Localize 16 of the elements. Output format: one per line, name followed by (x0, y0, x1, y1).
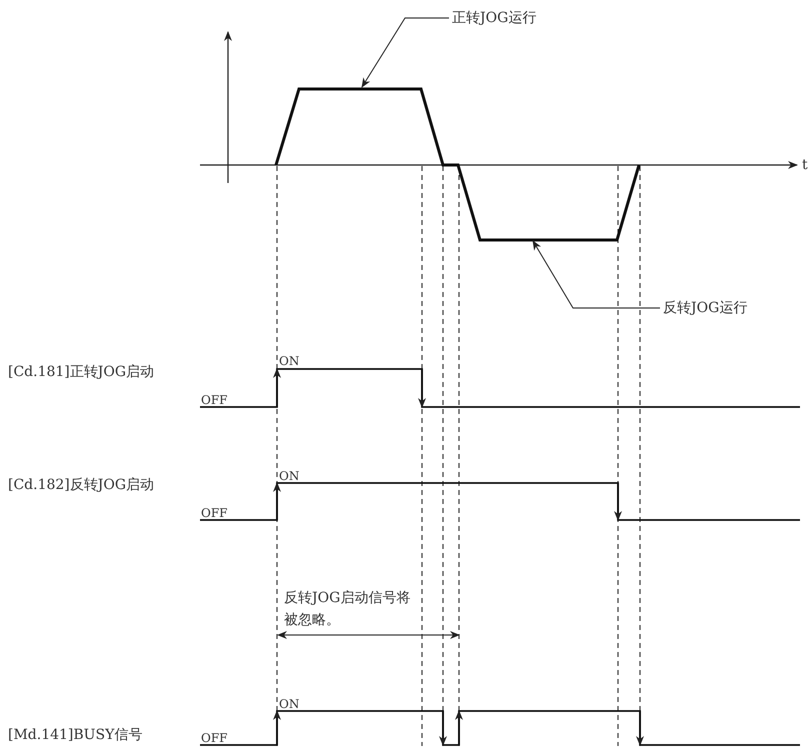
note-text: 反转JOG启动信号将被忽略。 (284, 589, 412, 630)
leader-line (361, 18, 450, 88)
state-label: ON (279, 469, 300, 483)
signal-name: [Cd.182]反转JOG启动 (8, 476, 154, 494)
state-label: OFF (201, 506, 228, 520)
signal-name: [Cd.181]正转JOG启动 (8, 363, 154, 381)
signal-name: [Md.141]BUSY信号 (8, 726, 142, 744)
callout-text: 反转JOG运行 (663, 299, 748, 317)
state-label: OFF (201, 393, 228, 407)
state-label: OFF (201, 731, 228, 745)
speed-curve (274, 88, 640, 242)
axis-label: t (802, 156, 808, 174)
leader-line (532, 240, 660, 308)
state-label: ON (279, 354, 300, 368)
state-label: ON (279, 697, 300, 711)
callout-text: 正转JOG运行 (452, 9, 536, 27)
